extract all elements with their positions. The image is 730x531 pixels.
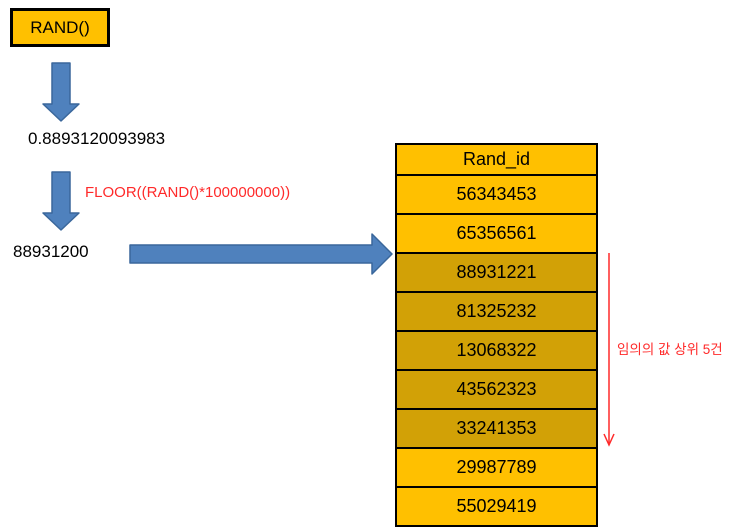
table-cell-value: 65356561 (456, 223, 537, 243)
table-row: 55029419 (397, 486, 596, 525)
table-cell-value: 29987789 (456, 457, 537, 477)
floored-value-text: 88931200 (13, 242, 89, 261)
table-cell-value: 56343453 (456, 184, 537, 204)
table-cell-value: 43562323 (456, 379, 537, 399)
right-arrow-icon (129, 233, 393, 275)
table-row: 88931221 (397, 252, 596, 291)
selection-range-arrow-icon (603, 253, 615, 447)
table-row: 13068322 (397, 330, 596, 369)
down-arrow-2-icon (42, 171, 80, 231)
rand-id-table: Rand_id 56343453 65356561 88931221 81325… (395, 143, 598, 527)
table-cell-value: 55029419 (456, 496, 537, 516)
table-row: 81325232 (397, 291, 596, 330)
table-cell-value: 13068322 (456, 340, 537, 360)
random-value-text: 0.8893120093983 (28, 129, 166, 148)
rand-id-table-body: 56343453 65356561 88931221 81325232 1306… (397, 174, 596, 525)
table-row: 56343453 (397, 174, 596, 213)
selection-annotation-text: 임의의 값 상위 5건 (617, 342, 723, 357)
table-cell-value: 81325232 (456, 301, 537, 321)
table-row: 33241353 (397, 408, 596, 447)
floor-formula-text: FLOOR((RAND()*100000000)) (85, 184, 291, 201)
table-row: 43562323 (397, 369, 596, 408)
table-header-cell: Rand_id (397, 145, 596, 174)
table-row: 29987789 (397, 447, 596, 486)
down-arrow-1-icon (42, 62, 80, 122)
table-cell-value: 33241353 (456, 418, 537, 438)
table-row: 65356561 (397, 213, 596, 252)
rand-box-label: RAND() (30, 17, 90, 37)
rand-function-box: RAND() (10, 8, 110, 47)
table-cell-value: 88931221 (456, 262, 537, 282)
